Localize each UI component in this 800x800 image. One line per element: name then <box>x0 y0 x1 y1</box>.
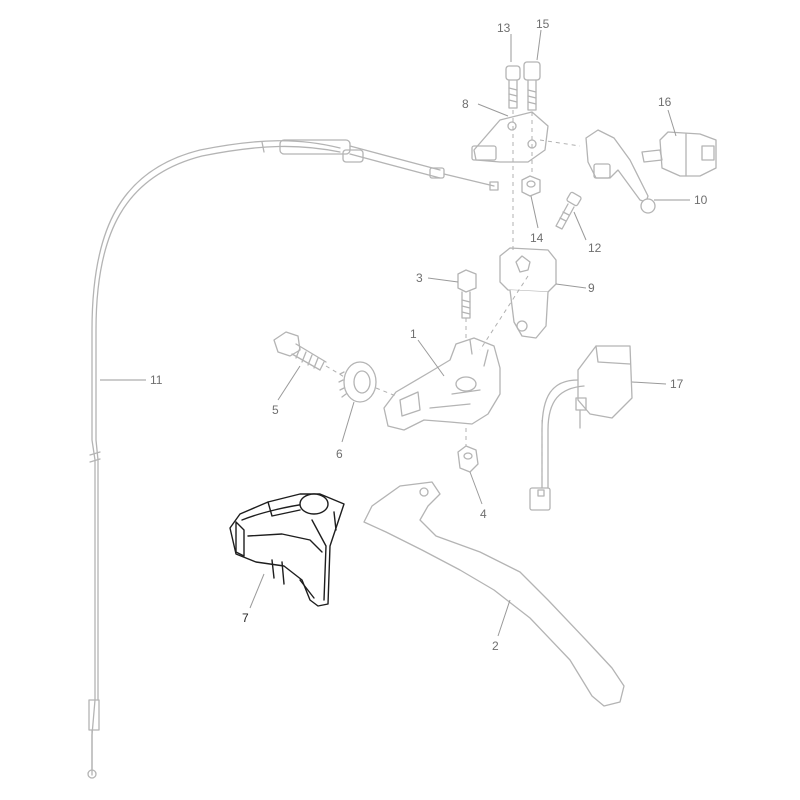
part-7-boot <box>229 493 345 607</box>
part-12-screw <box>555 191 582 230</box>
callout-labels: 13 15 8 16 10 14 12 9 3 1 11 5 17 6 4 7 … <box>150 17 708 653</box>
part-8-bracket <box>471 111 549 163</box>
callout-5: 5 <box>272 403 279 417</box>
callout-14: 14 <box>530 231 544 245</box>
callout-8: 8 <box>462 97 469 111</box>
part-16-switch <box>641 131 717 177</box>
part-5-adjuster <box>273 331 327 371</box>
callout-4: 4 <box>480 507 487 521</box>
callout-2: 2 <box>492 639 499 653</box>
callout-3: 3 <box>416 271 423 285</box>
callout-7: 7 <box>242 611 249 625</box>
part-4-nut <box>457 445 479 473</box>
callout-12: 12 <box>588 241 602 255</box>
part-11-clutch-cable <box>87 139 499 779</box>
part-9-clamp <box>499 247 557 339</box>
part-15-bolt <box>523 61 541 111</box>
callout-9: 9 <box>588 281 595 295</box>
part-2-clutch-lever <box>363 481 625 707</box>
part-6-locknut <box>338 361 377 403</box>
part-1-lever-holder <box>383 337 501 431</box>
part-10-lever <box>585 129 656 214</box>
callout-11: 11 <box>150 373 163 387</box>
part-17-switch <box>529 345 633 511</box>
callout-10: 10 <box>694 193 708 207</box>
callout-1: 1 <box>410 327 417 341</box>
callout-16: 16 <box>658 95 672 109</box>
part-3-bolt <box>457 269 477 319</box>
callout-13: 13 <box>497 21 511 35</box>
alignment-lines <box>325 110 581 480</box>
part-14-nut <box>521 175 541 197</box>
leader-lines <box>100 29 690 637</box>
part-13-bolt <box>505 65 521 109</box>
callout-15: 15 <box>536 17 550 31</box>
callout-6: 6 <box>336 447 343 461</box>
callout-17: 17 <box>670 377 684 391</box>
